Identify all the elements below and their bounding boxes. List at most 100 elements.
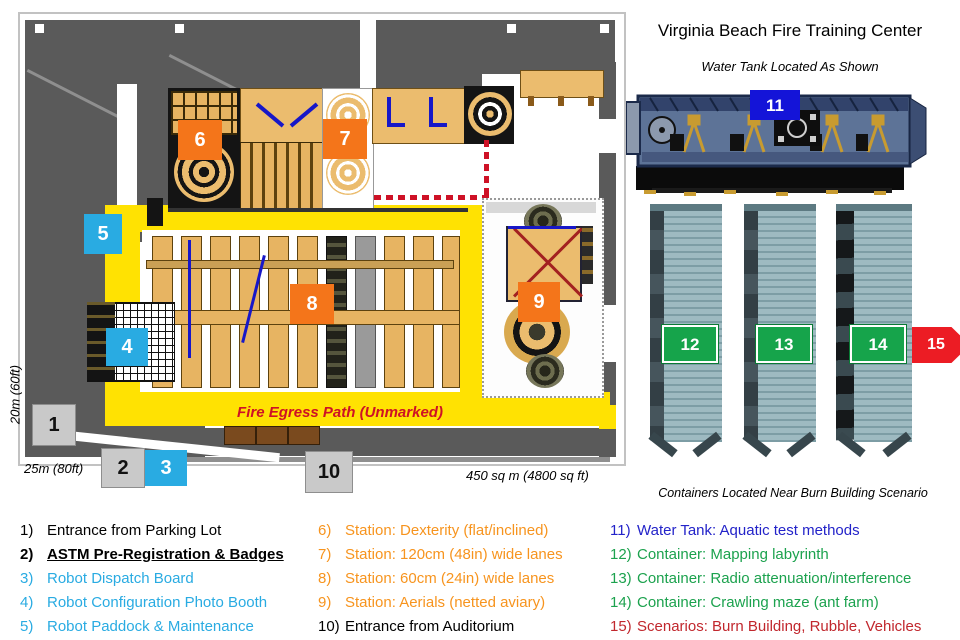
station-base-line	[168, 208, 468, 212]
marker-7: 7	[323, 119, 367, 159]
legend-num: 12)	[610, 545, 632, 563]
scenario-arrow-marker: 15	[912, 327, 960, 363]
legend-label: Scenarios: Burn Building, Rubble, Vehicl…	[637, 617, 922, 635]
legend-label: Station: 60cm (24in) wide lanes	[345, 569, 555, 587]
marker-label: 12	[680, 334, 700, 354]
door-notch	[600, 24, 609, 33]
legend-item-13: 13) Container: Radio attenuation/interfe…	[610, 566, 921, 590]
marker-4: 4	[106, 328, 148, 366]
platform-edge	[508, 226, 576, 229]
marker-label: 14	[868, 334, 888, 354]
legend-item-5: 5) Robot Paddock & Maintenance	[20, 614, 284, 638]
marker-label: 9	[533, 291, 545, 313]
table	[520, 70, 604, 98]
legend-item-12: 12) Container: Mapping labyrinth	[610, 542, 921, 566]
marker-label: 10	[317, 461, 341, 483]
legend-column-3: 11) Water Tank: Aquatic test methods 12)…	[610, 518, 921, 638]
marker-label: 8	[306, 293, 318, 315]
container-body	[854, 204, 912, 442]
container-cap	[650, 204, 722, 211]
marker-label: 6	[194, 129, 206, 151]
legend-label: Robot Paddock & Maintenance	[47, 617, 254, 635]
legend-num: 3)	[20, 569, 34, 587]
legend-num: 4)	[20, 593, 34, 611]
marker-14: 14	[849, 324, 907, 364]
marker-3: 3	[145, 450, 187, 486]
legend-column-1: 1) Entrance from Parking Lot 2) ASTM Pre…	[20, 518, 284, 638]
blue-chair	[387, 97, 391, 127]
marker-label: 13	[774, 334, 794, 354]
dexterity-incline-panel	[240, 88, 326, 144]
legend-item-4: 4) Robot Configuration Photo Booth	[20, 590, 284, 614]
blue-lane-mark	[188, 240, 191, 358]
container-mapping-labyrinth	[648, 204, 722, 458]
table-leg	[588, 96, 594, 106]
dimension-width-label: 25m (80ft)	[24, 461, 84, 476]
blue-chair	[429, 123, 447, 127]
marker-12: 12	[661, 324, 719, 364]
marker-label: 2	[117, 457, 129, 479]
legend-label: Container: Radio attenuation/interferenc…	[637, 569, 912, 587]
blue-chair	[387, 123, 405, 127]
bench	[256, 426, 288, 445]
container-edge	[836, 205, 854, 441]
legend-label: Container: Crawling maze (ant farm)	[637, 593, 879, 611]
equipment	[582, 226, 593, 284]
container-cap	[836, 204, 912, 211]
marker-label: 5	[97, 223, 109, 245]
container-radio-attenuation	[742, 204, 816, 458]
legend-num: 7)	[318, 545, 332, 563]
legend-item-9: 9) Station: Aerials (netted aviary)	[318, 590, 563, 614]
legend-num: 9)	[318, 593, 332, 611]
legend-item-14: 14) Container: Crawling maze (ant farm)	[610, 590, 921, 614]
legend-item-6: 6) Station: Dexterity (flat/inclined)	[318, 518, 563, 542]
legend-label: ASTM Pre-Registration & Badges	[47, 545, 284, 563]
legend-item-15: 15) Scenarios: Burn Building, Rubble, Ve…	[610, 614, 921, 638]
legend-label: Station: Dexterity (flat/inclined)	[345, 521, 549, 539]
tank-tripods	[670, 114, 890, 153]
table-leg	[558, 96, 564, 106]
marker-10: 10	[305, 451, 353, 493]
tank-ground-ticks	[644, 190, 886, 196]
marker-13: 13	[755, 324, 813, 364]
dashed-path-horizontal	[374, 195, 489, 200]
marker-11: 11	[750, 90, 800, 120]
legend-label: Station: Aerials (netted aviary)	[345, 593, 546, 611]
legend-item-1: 1) Entrance from Parking Lot	[20, 518, 284, 542]
legend-label: Robot Dispatch Board	[47, 569, 194, 587]
door-notch	[35, 24, 44, 33]
marker-1: 1	[32, 404, 76, 446]
blue-slash	[289, 102, 319, 128]
door-gap	[360, 20, 376, 88]
marker-label: 15	[927, 336, 945, 353]
tank-gauge-dot	[659, 127, 665, 133]
blue-slash	[255, 102, 285, 128]
container-body	[664, 204, 722, 442]
legend-num: 15)	[610, 617, 632, 635]
legend-item-2: 2) ASTM Pre-Registration & Badges	[20, 542, 284, 566]
door-notch	[175, 24, 184, 33]
legend-item-10: 10) Entrance from Auditorium	[318, 614, 563, 638]
legend-num: 5)	[20, 617, 34, 635]
egress-path-segment	[460, 205, 482, 395]
equipment	[147, 198, 163, 226]
legend-num: 10)	[318, 617, 340, 635]
container-edge	[650, 205, 664, 441]
bullseye-target	[468, 92, 512, 136]
dashed-path-vertical	[484, 140, 489, 200]
dimension-area-label: 450 sq m (4800 sq ft)	[466, 468, 589, 483]
legend-column-2: 6) Station: Dexterity (flat/inclined) 7)…	[318, 518, 563, 638]
bullseye-block	[464, 86, 514, 144]
page-title: Virginia Beach Fire Training Center	[657, 21, 923, 40]
legend-num: 11)	[610, 521, 631, 539]
marker-label: 7	[339, 128, 351, 150]
tank-left-cap	[625, 101, 641, 155]
container-body	[758, 204, 816, 442]
legend-item-11: 11) Water Tank: Aquatic test methods	[610, 518, 921, 542]
legend-num: 8)	[318, 569, 332, 587]
marker-label: 3	[160, 457, 172, 479]
legend-label: Entrance from Auditorium	[345, 617, 515, 635]
marker-label: 4	[121, 336, 133, 358]
marker-5: 5	[84, 214, 122, 254]
door-gap	[599, 119, 616, 153]
